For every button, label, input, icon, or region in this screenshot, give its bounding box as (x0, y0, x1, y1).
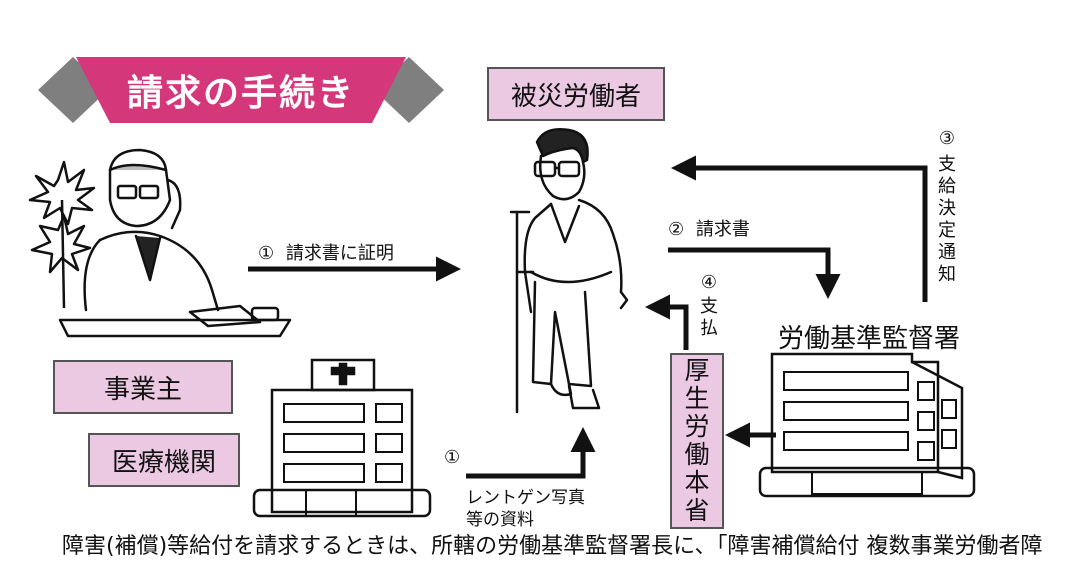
step1-medical-number: ① (444, 447, 461, 468)
step-char: 支 (938, 154, 956, 175)
worker-with-crutch-icon (509, 128, 629, 414)
step3-label: ③ 支 給 決 定 通 知 (938, 128, 956, 286)
labor-office-building-icon (758, 352, 976, 498)
step2-label: ② 請求書 (668, 215, 750, 241)
banner-title: 請求の手続き (126, 73, 355, 114)
step-char: 知 (938, 264, 956, 285)
ministry-box: 厚 生 労 働 本 省 (670, 353, 724, 529)
ministry-char: 厚 (684, 356, 710, 385)
step-char: 給 (938, 176, 956, 197)
step1-employer-label: ① 請求書に証明 (258, 239, 394, 265)
ministry-char: 生 (684, 384, 710, 413)
arrow-ministry-to-victim (645, 294, 689, 350)
step-char: 決 (938, 198, 956, 219)
footer-text: 障害(補償)等給付を請求するときは、所轄の労働基準監督署長に、「障害補償給付 複… (62, 534, 1043, 559)
step-text: 請求書 (695, 219, 750, 240)
step4-label: ④ 支 払 (700, 272, 718, 340)
step-number: ① (258, 243, 275, 264)
step-char: 通 (938, 242, 956, 263)
ministry-char: 労 (684, 412, 710, 441)
step-text: 請求書に証明 (285, 243, 394, 264)
office-label: 労働基準監督署 (778, 324, 961, 354)
arrow-medical-to-victim (466, 427, 596, 479)
step-number: ② (668, 219, 685, 240)
palm-plant-icon (28, 160, 96, 309)
medical-box: 医療機関 (88, 433, 240, 487)
ministry-char: 本 (684, 468, 710, 497)
step-number: ④ (700, 272, 718, 293)
step1-medical-label: レントゲン写真 等の資料 (466, 487, 585, 531)
step-text: レントゲン写真 (466, 488, 585, 508)
step-char: 支 (700, 296, 718, 317)
arrows-layer (248, 155, 928, 479)
arrow-victim-to-office (668, 247, 841, 299)
employer-box: 事業主 (53, 360, 233, 414)
step-char: 定 (938, 220, 956, 241)
arrow-office-to-victim (671, 155, 928, 302)
victim-box: 被災労働者 (487, 67, 665, 121)
ministry-char: 省 (684, 496, 710, 525)
step-number: ③ (938, 128, 956, 149)
banner-shape (38, 57, 444, 123)
employer-on-phone-icon (58, 148, 292, 338)
banner: 請求の手続き (38, 55, 444, 125)
hospital-building-icon (252, 358, 432, 518)
step-text: 等の資料 (466, 510, 534, 530)
step-char: 払 (700, 318, 718, 339)
ministry-char: 働 (684, 440, 710, 469)
